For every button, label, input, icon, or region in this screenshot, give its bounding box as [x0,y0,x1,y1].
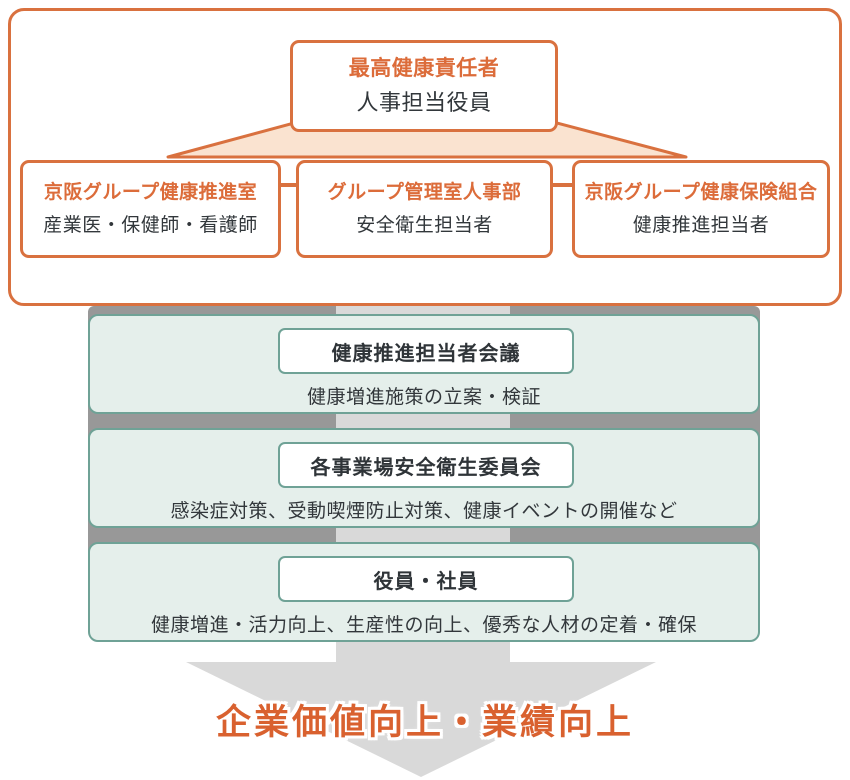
dept-title: 京阪グループ健康推進室 [43,180,258,203]
dept-connector-left [279,183,298,187]
level-title: 各事業場安全衛生委員会 [310,454,542,479]
dept-title: 京阪グループ健康保険組合 [584,180,818,203]
level-title: 役員・社員 [373,568,479,593]
level-description: 健康増進・活力向上、生産性の向上、優秀な人材の定着・確保 [150,614,697,636]
level-description: 感染症対策、受動喫煙防止対策、健康イベントの開催など [170,500,678,522]
level-title-box: 健康推進担当者会議 [278,328,574,374]
level-title: 健康推進担当者会議 [331,340,521,365]
dept-box-health-promotion-office: 京阪グループ健康推進室 産業医・保健師・看護師 [20,160,281,258]
dept-subtitle: 安全衛生担当者 [356,213,493,236]
dept-subtitle: 産業医・保健師・看護師 [43,213,258,236]
dept-connector-right [551,183,574,187]
chief-health-officer-title: 最高健康責任者 [348,55,500,80]
dept-box-health-insurance-union: 京阪グループ健康保険組合 健康推進担当者 [572,160,830,258]
level-title-box: 役員・社員 [278,556,574,602]
outcome-label: 企業価値向上・業績向上 [215,703,634,743]
chief-health-officer-box: 最高健康責任者 人事担当役員 [290,40,558,132]
level-title-box: 各事業場安全衛生委員会 [278,442,574,488]
level-box-officers-employees: 役員・社員 健康増進・活力向上、生産性の向上、優秀な人材の定着・確保 [88,542,760,642]
dept-subtitle: 健康推進担当者 [632,213,770,236]
chief-health-officer-subtitle: 人事担当役員 [356,90,492,116]
level-description: 健康増進施策の立案・検証 [306,386,541,408]
dept-box-hr-department: グループ管理室人事部 安全衛生担当者 [296,160,553,258]
level-box-safety-committee: 各事業場安全衛生委員会 感染症対策、受動喫煙防止対策、健康イベントの開催など [88,428,760,528]
dept-title: グループ管理室人事部 [327,180,522,203]
level-box-promotion-meeting: 健康推進担当者会議 健康増進施策の立案・検証 [88,314,760,414]
